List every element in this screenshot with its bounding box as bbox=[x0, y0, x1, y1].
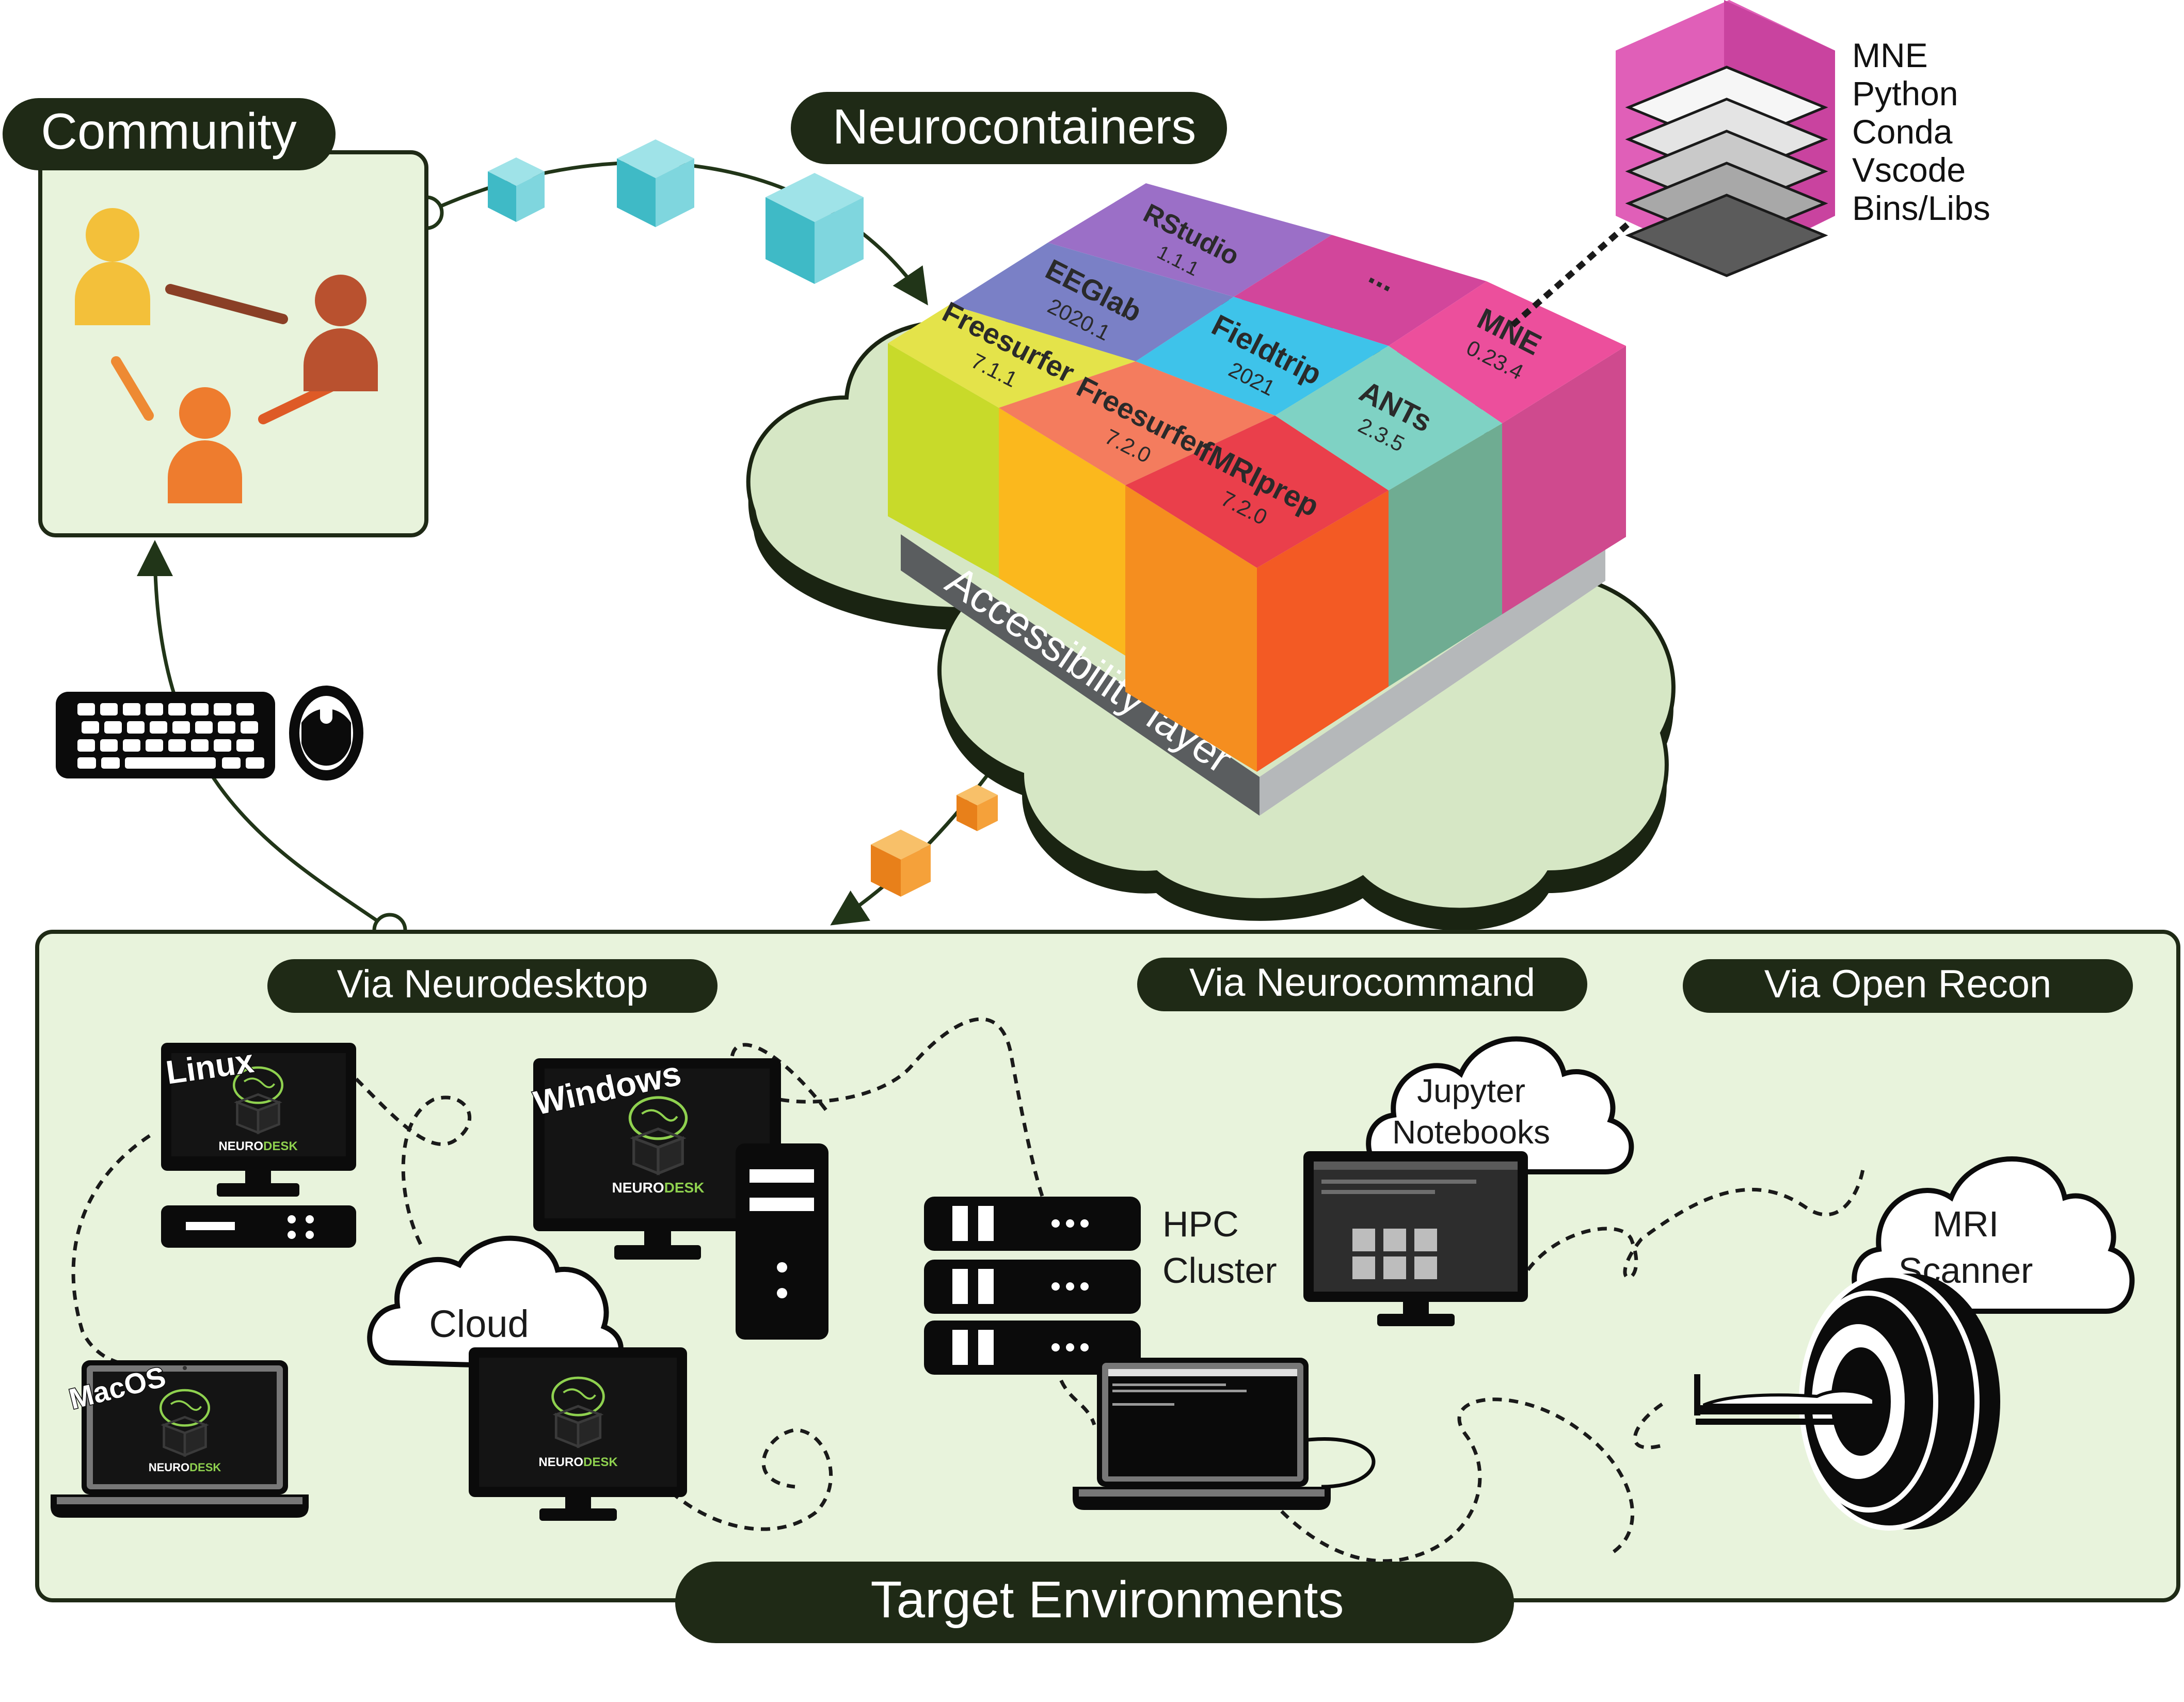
orange-cube bbox=[957, 785, 998, 831]
neurodesk-word-b: DESK bbox=[664, 1180, 705, 1196]
via-open-recon-label: Via Open Recon bbox=[1764, 962, 2051, 1006]
terminal-laptop bbox=[1073, 1358, 1376, 1510]
hpc-cluster: HPC Cluster bbox=[924, 1197, 1277, 1375]
link-line bbox=[111, 356, 154, 421]
target-environments-label: Target Environments bbox=[870, 1571, 1344, 1629]
orange-cube bbox=[871, 830, 931, 897]
teal-cubes bbox=[488, 139, 864, 284]
layer-stack-labels: MNE Python Conda Vscode Bins/Libs bbox=[1852, 36, 1990, 227]
layer-stack bbox=[1616, 0, 1835, 277]
community-pill bbox=[3, 98, 336, 170]
block-mne bbox=[1389, 281, 1626, 423]
layer-label: Vscode bbox=[1852, 151, 1966, 189]
block-freesurfer-720 bbox=[999, 361, 1275, 485]
block-fmriprep bbox=[1125, 416, 1389, 568]
server-unit bbox=[924, 1321, 1141, 1375]
neurodesk-logo bbox=[551, 1376, 605, 1449]
cloud-label: Cloud bbox=[429, 1302, 529, 1345]
neurodesk-logo bbox=[232, 1066, 284, 1135]
neurodesk-wordmark: NEURODESK bbox=[218, 1139, 298, 1153]
neurodesk-word-b: DESK bbox=[263, 1139, 298, 1153]
neurodesk-word-a: NEURO bbox=[149, 1461, 189, 1474]
container-block-tops bbox=[888, 183, 1626, 568]
hpc-label-line2: Cluster bbox=[1162, 1250, 1277, 1291]
macos-laptop: NEURODESK MacOS bbox=[51, 1359, 309, 1518]
layer-label: Python bbox=[1852, 74, 1958, 113]
via-neurodesktop-pill bbox=[267, 959, 718, 1013]
layer-label: MNE bbox=[1852, 36, 1928, 74]
linux-computer: NEURODESK Linux bbox=[161, 1041, 356, 1248]
neurodesk-word-b: DESK bbox=[189, 1461, 221, 1474]
stack-layer bbox=[1625, 194, 1828, 277]
hpc-label-line1: HPC bbox=[1162, 1204, 1239, 1244]
neurodesk-logo bbox=[159, 1389, 211, 1457]
community-label: Community bbox=[41, 103, 297, 160]
target-environments-pill bbox=[675, 1562, 1514, 1643]
cloud-shape bbox=[367, 1235, 624, 1371]
block-ellipsis bbox=[1234, 235, 1487, 346]
via-open-recon-pill bbox=[1683, 959, 2133, 1013]
windows-computer: NEURODESK Windows bbox=[530, 1053, 828, 1340]
layer-label: Conda bbox=[1852, 113, 1953, 151]
person-icon bbox=[304, 275, 378, 391]
via-neurocommand-label: Via Neurocommand bbox=[1189, 961, 1535, 1005]
container-block-fronts bbox=[888, 343, 1626, 772]
block-rstudio bbox=[1048, 183, 1332, 297]
community-section: Community bbox=[3, 98, 428, 537]
via-neurodesktop-label: Via Neurodesktop bbox=[337, 962, 648, 1006]
via-neurocommand-pill bbox=[1137, 958, 1587, 1011]
target-environments-section: Via Neurodesktop Via Neurocommand Via Op… bbox=[35, 930, 2180, 1643]
neurodesk-wordmark: NEURODESK bbox=[612, 1180, 705, 1196]
teal-cube bbox=[766, 173, 864, 284]
person-icon bbox=[168, 387, 242, 503]
neurodesk-logo bbox=[628, 1096, 688, 1175]
block-eeglab bbox=[950, 243, 1234, 361]
server-unit bbox=[924, 1260, 1141, 1314]
neurocontainers-label: Neurocontainers bbox=[833, 99, 1196, 154]
jupyter-label-line1: Jupyter bbox=[1417, 1072, 1525, 1109]
keyboard-icon bbox=[56, 692, 275, 778]
person-icon bbox=[75, 208, 150, 325]
cloud-computer: Cloud NEURODESK bbox=[367, 1235, 687, 1521]
neurocontainers-pill bbox=[791, 92, 1227, 164]
cloud-shape bbox=[1366, 1036, 1634, 1174]
neurodesk-word-a: NEURO bbox=[612, 1180, 664, 1196]
mouse-icon bbox=[289, 686, 363, 781]
neurodesk-word-a: NEURO bbox=[218, 1139, 263, 1153]
cloud-shape bbox=[1852, 1156, 2135, 1314]
block-freesurfer-711 bbox=[888, 305, 1136, 408]
targets-to-community-arrow bbox=[137, 540, 391, 931]
neurodesk-word-a: NEURO bbox=[538, 1455, 583, 1469]
jupyter-monitor: Jupyter Notebooks bbox=[1303, 1036, 1634, 1326]
mri-scanner: MRI Scanner bbox=[1694, 1156, 2135, 1531]
neurodesk-word-b: DESK bbox=[583, 1455, 618, 1469]
server-unit bbox=[924, 1197, 1141, 1251]
jupyter-label-line2: Notebooks bbox=[1392, 1114, 1550, 1151]
teal-cube bbox=[617, 139, 694, 227]
block-fieldtrip bbox=[1136, 297, 1389, 416]
neurodesk-wordmark: NEURODESK bbox=[538, 1455, 618, 1469]
block-ants bbox=[1275, 346, 1502, 490]
layer-label: Bins/Libs bbox=[1852, 189, 1990, 227]
link-line bbox=[165, 284, 288, 324]
teal-cube bbox=[488, 157, 545, 222]
neurodesk-wordmark: NEURODESK bbox=[149, 1461, 221, 1474]
mri-label-line1: MRI bbox=[1933, 1204, 1999, 1244]
neurocontainers-section: Neurocontainers Accessibility layer bbox=[746, 0, 1990, 931]
